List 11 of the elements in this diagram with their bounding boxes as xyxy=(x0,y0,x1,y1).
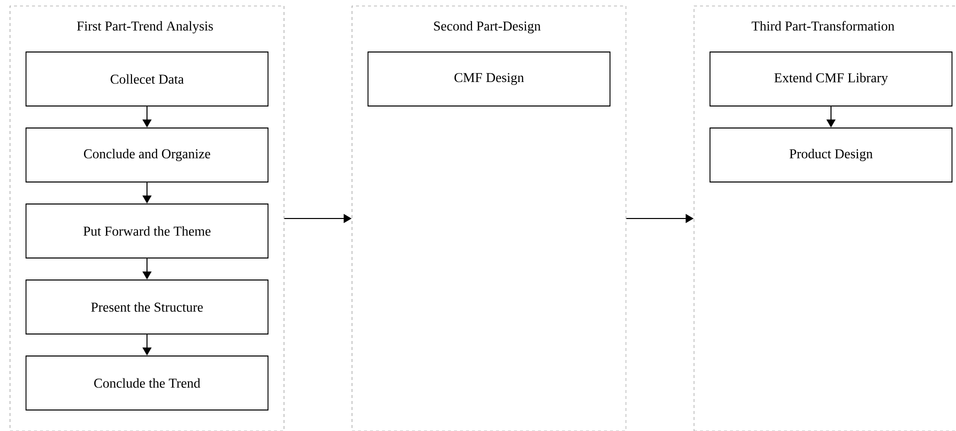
panel-title: First Part-Trend Analysis xyxy=(77,21,213,34)
process-box: Put Forward the Theme xyxy=(26,204,268,258)
panel-title: Third Part-Transformation xyxy=(752,21,894,31)
panel-title: Second Part-Design xyxy=(434,21,541,34)
process-box: CMF Design xyxy=(368,52,610,106)
process-box: Product Design xyxy=(710,128,952,182)
process-box: Present the Structure xyxy=(26,280,268,334)
process-box: Conclude the Trend xyxy=(26,356,268,410)
process-box: Extend CMF Library xyxy=(710,52,952,106)
process-box: Conclude and Organize xyxy=(26,128,268,182)
process-box: Collecet Data xyxy=(26,52,268,106)
